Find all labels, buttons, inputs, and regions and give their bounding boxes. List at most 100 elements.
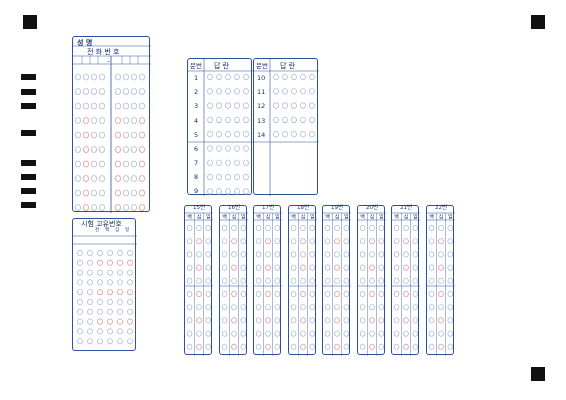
answer-bubble[interactable] bbox=[265, 291, 271, 298]
answer-bubble[interactable] bbox=[369, 277, 375, 284]
answer-bubble[interactable] bbox=[273, 116, 279, 124]
answer-bubble[interactable] bbox=[186, 343, 193, 350]
answer-bubble[interactable] bbox=[77, 318, 83, 325]
answer-bubble[interactable] bbox=[83, 146, 89, 153]
answer-bubble[interactable] bbox=[131, 189, 137, 197]
answer-bubble[interactable] bbox=[123, 88, 129, 95]
answer-bubble[interactable] bbox=[324, 251, 331, 258]
answer-bubble[interactable] bbox=[123, 117, 129, 124]
answer-bubble[interactable] bbox=[196, 304, 202, 311]
answer-bubble[interactable] bbox=[107, 318, 113, 325]
answer-bubble[interactable] bbox=[77, 308, 83, 315]
answer-bubble[interactable] bbox=[447, 251, 453, 258]
answer-bubble[interactable] bbox=[75, 117, 81, 124]
answer-bubble[interactable] bbox=[412, 238, 418, 245]
answer-bubble[interactable] bbox=[87, 318, 93, 325]
answer-bubble[interactable] bbox=[255, 251, 262, 258]
answer-bubble[interactable] bbox=[255, 238, 262, 245]
answer-bubble[interactable] bbox=[309, 343, 315, 350]
answer-bubble[interactable] bbox=[123, 146, 129, 153]
answer-bubble[interactable] bbox=[240, 291, 246, 298]
answer-bubble[interactable] bbox=[300, 88, 306, 95]
answer-bubble[interactable] bbox=[265, 238, 271, 245]
answer-bubble[interactable] bbox=[273, 73, 279, 81]
answer-bubble[interactable] bbox=[216, 159, 222, 166]
answer-bubble[interactable] bbox=[234, 131, 240, 138]
answer-bubble[interactable] bbox=[265, 224, 271, 231]
answer-bubble[interactable] bbox=[403, 304, 409, 311]
answer-bubble[interactable] bbox=[75, 204, 81, 211]
answer-bubble[interactable] bbox=[393, 330, 400, 337]
answer-bubble[interactable] bbox=[107, 279, 113, 286]
answer-bubble[interactable] bbox=[75, 189, 81, 197]
answer-bubble[interactable] bbox=[343, 317, 349, 324]
answer-bubble[interactable] bbox=[75, 73, 81, 81]
answer-bubble[interactable] bbox=[115, 117, 121, 124]
answer-bubble[interactable] bbox=[290, 277, 297, 284]
answer-bubble-grid-left[interactable] bbox=[188, 59, 253, 196]
answer-bubble[interactable] bbox=[196, 238, 202, 245]
answer-bubble[interactable] bbox=[378, 330, 384, 337]
answer-bubble[interactable] bbox=[309, 330, 315, 337]
answer-bubble[interactable] bbox=[221, 343, 228, 350]
answer-bubble[interactable] bbox=[131, 131, 137, 139]
answer-bubble[interactable] bbox=[115, 189, 121, 197]
answer-bubble[interactable] bbox=[393, 224, 400, 231]
answer-bubble[interactable] bbox=[83, 73, 89, 81]
answer-bubble[interactable] bbox=[309, 291, 315, 298]
answer-bubble[interactable] bbox=[255, 264, 262, 271]
answer-bubble[interactable] bbox=[127, 338, 133, 345]
answer-bubble[interactable] bbox=[359, 238, 366, 245]
answer-bubble[interactable] bbox=[207, 145, 213, 152]
answer-bubble[interactable] bbox=[221, 330, 228, 337]
answer-bubble[interactable] bbox=[225, 188, 231, 195]
answer-bubble[interactable] bbox=[83, 160, 89, 168]
answer-bubble[interactable] bbox=[107, 249, 113, 256]
answer-bubble[interactable] bbox=[273, 131, 279, 138]
answer-bubble[interactable] bbox=[290, 264, 297, 271]
answer-bubble[interactable] bbox=[265, 277, 271, 284]
answer-bubble[interactable] bbox=[290, 224, 297, 231]
answer-bubble[interactable] bbox=[115, 102, 121, 110]
answer-bubble[interactable] bbox=[99, 102, 105, 110]
answer-bubble[interactable] bbox=[221, 238, 228, 245]
answer-bubble[interactable] bbox=[438, 291, 444, 298]
answer-bubble[interactable] bbox=[186, 291, 193, 298]
answer-bubble[interactable] bbox=[393, 291, 400, 298]
answer-bubble[interactable] bbox=[359, 330, 366, 337]
answer-bubble[interactable] bbox=[309, 238, 315, 245]
answer-bubble[interactable] bbox=[83, 117, 89, 124]
answer-bubble[interactable] bbox=[75, 102, 81, 110]
answer-bubble[interactable] bbox=[205, 291, 211, 298]
answer-bubble[interactable] bbox=[97, 328, 103, 335]
answer-bubble[interactable] bbox=[243, 88, 249, 95]
answer-bubble[interactable] bbox=[87, 249, 93, 256]
answer-bubble[interactable] bbox=[117, 338, 123, 345]
answer-bubble[interactable] bbox=[290, 304, 297, 311]
answer-bubble[interactable] bbox=[274, 317, 280, 324]
answer-bubble[interactable] bbox=[231, 277, 237, 284]
answer-bubble[interactable] bbox=[291, 88, 297, 95]
answer-bubble[interactable] bbox=[309, 251, 315, 258]
answer-bubble[interactable] bbox=[221, 264, 228, 271]
answer-bubble[interactable] bbox=[359, 304, 366, 311]
answer-bubble[interactable] bbox=[123, 73, 129, 81]
answer-bubble[interactable] bbox=[231, 291, 237, 298]
answer-bubble[interactable] bbox=[343, 264, 349, 271]
answer-bubble[interactable] bbox=[99, 131, 105, 139]
answer-bubble[interactable] bbox=[115, 88, 121, 95]
answer-bubble[interactable] bbox=[403, 251, 409, 258]
answer-bubble[interactable] bbox=[139, 160, 145, 168]
answer-bubble[interactable] bbox=[324, 277, 331, 284]
answer-bubble[interactable] bbox=[207, 88, 213, 95]
answer-bubble[interactable] bbox=[225, 73, 231, 81]
answer-bubble[interactable] bbox=[265, 264, 271, 271]
answer-bubble[interactable] bbox=[83, 204, 89, 211]
answer-bubble-grid-right[interactable] bbox=[254, 59, 319, 196]
answer-bubble[interactable] bbox=[369, 343, 375, 350]
answer-bubble[interactable] bbox=[378, 277, 384, 284]
answer-bubble[interactable] bbox=[196, 343, 202, 350]
answer-bubble[interactable] bbox=[127, 318, 133, 325]
